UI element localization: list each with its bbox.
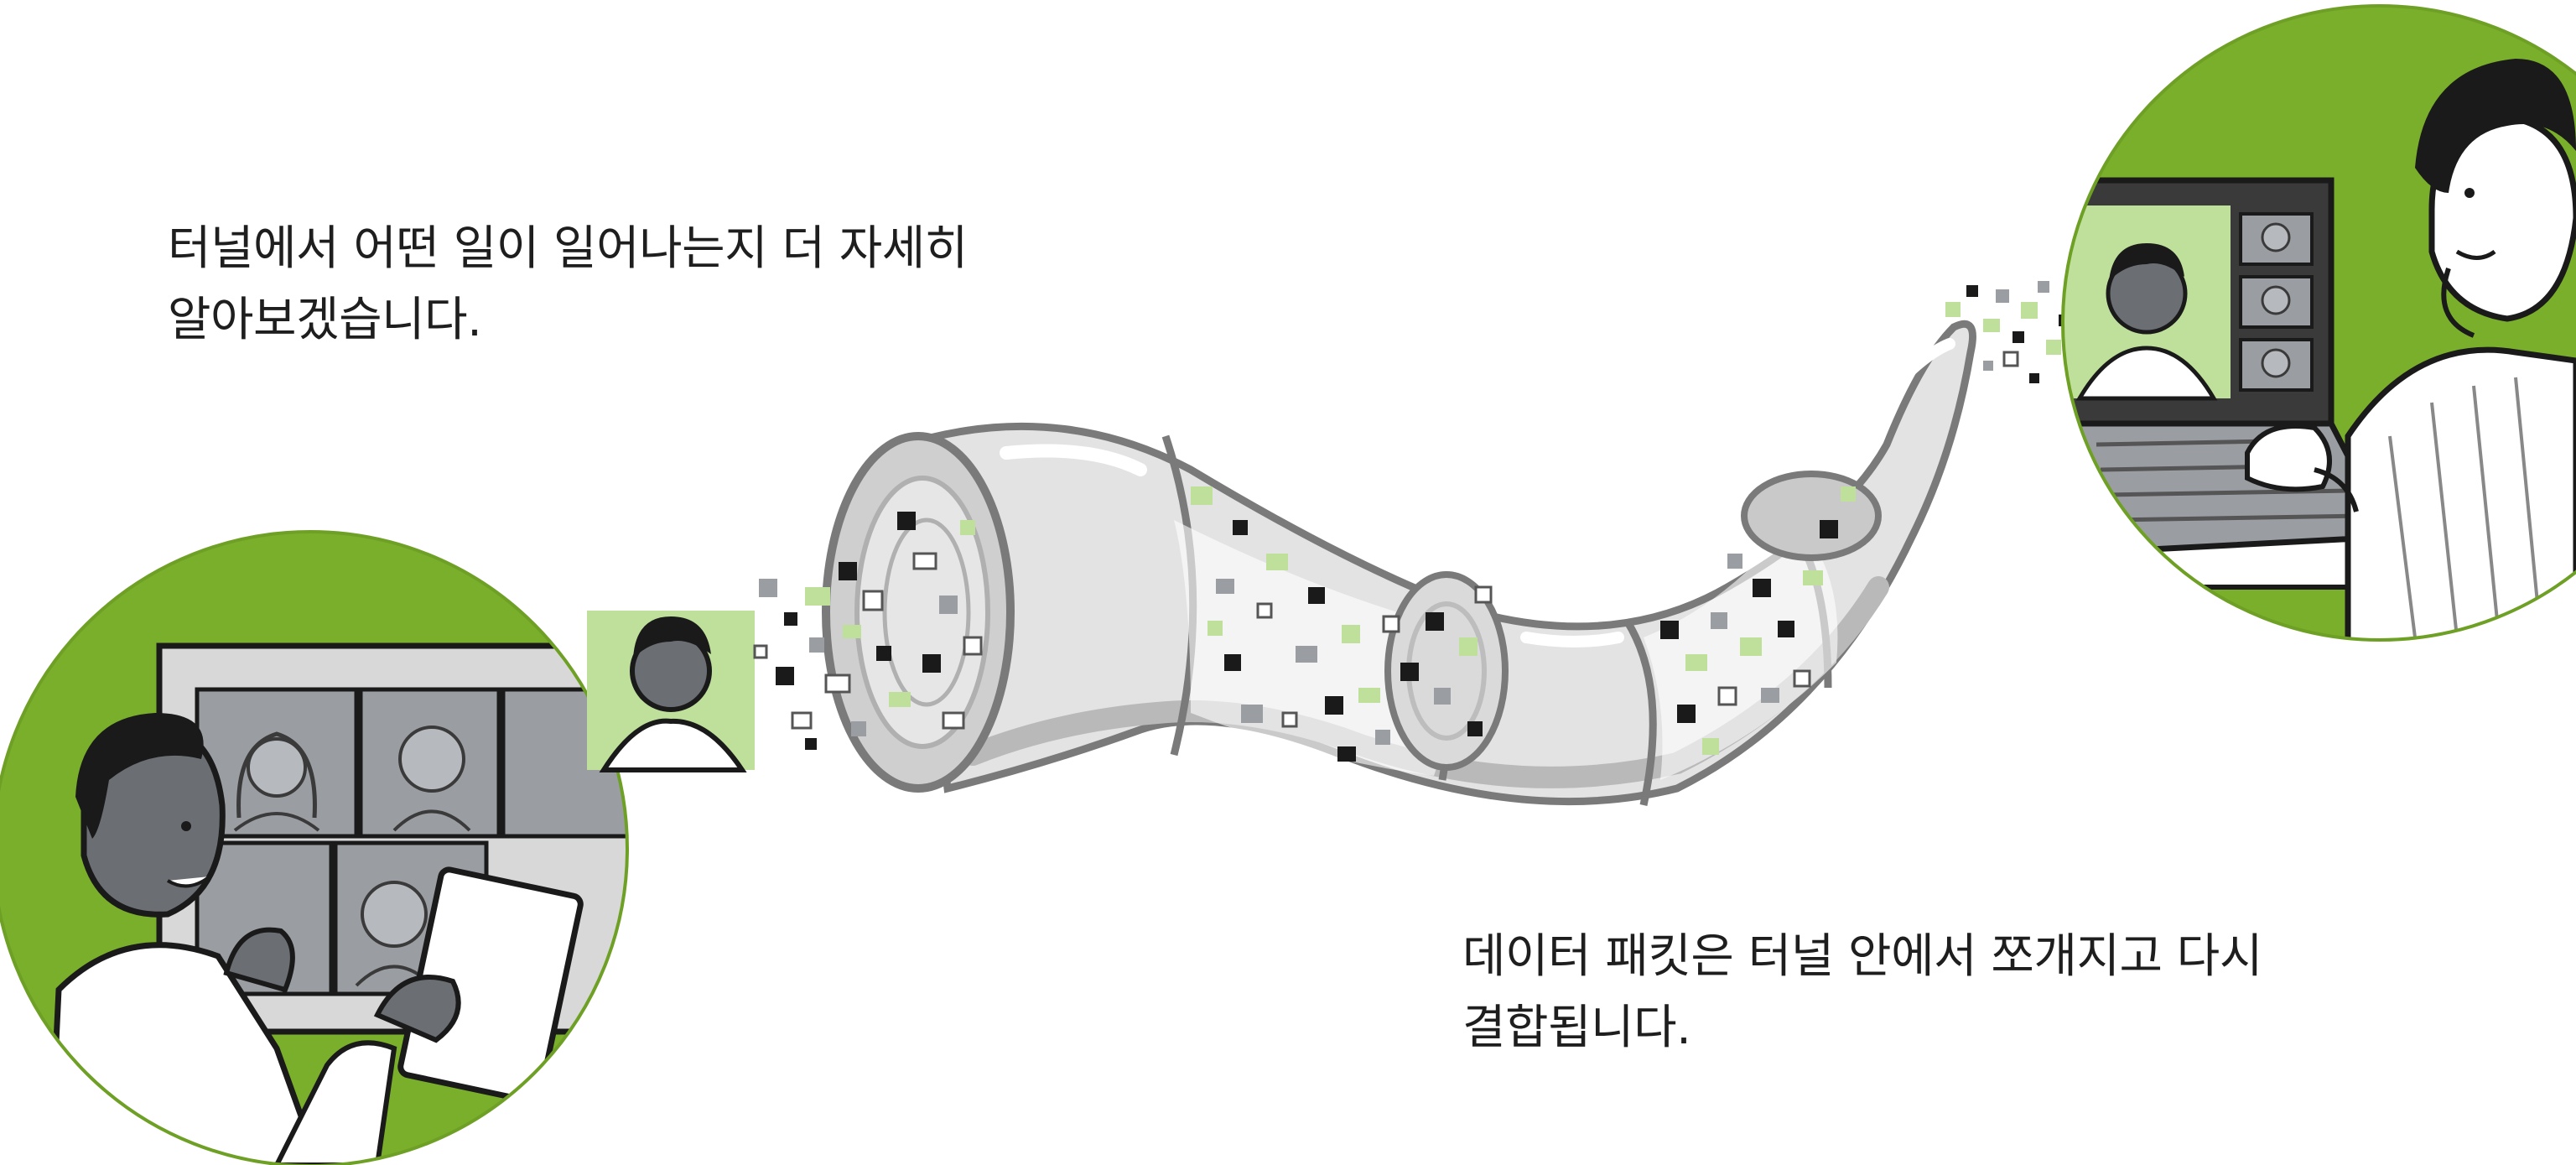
caption-intro: 터널에서 어떤 일이 일어나는지 더 자세히 알아보겠습니다. <box>168 213 968 356</box>
vpn-tunnel <box>826 324 1973 805</box>
sender-scene <box>0 532 629 1165</box>
caption-packets: 데이터 패킷은 터널 안에서 쪼개지고 다시 결합됩니다. <box>1462 921 2262 1064</box>
outgoing-video-frame <box>587 611 755 770</box>
caption-packets-line1: 데이터 패킷은 터널 안에서 쪼개지고 다시 <box>1462 921 2262 992</box>
caption-intro-line1: 터널에서 어떤 일이 일어나는지 더 자세히 <box>168 213 968 284</box>
caption-packets-line2: 결합됩니다. <box>1462 992 2262 1064</box>
caption-intro-line2: 알아보겠습니다. <box>168 284 968 356</box>
receiver-scene <box>2038 6 2576 654</box>
